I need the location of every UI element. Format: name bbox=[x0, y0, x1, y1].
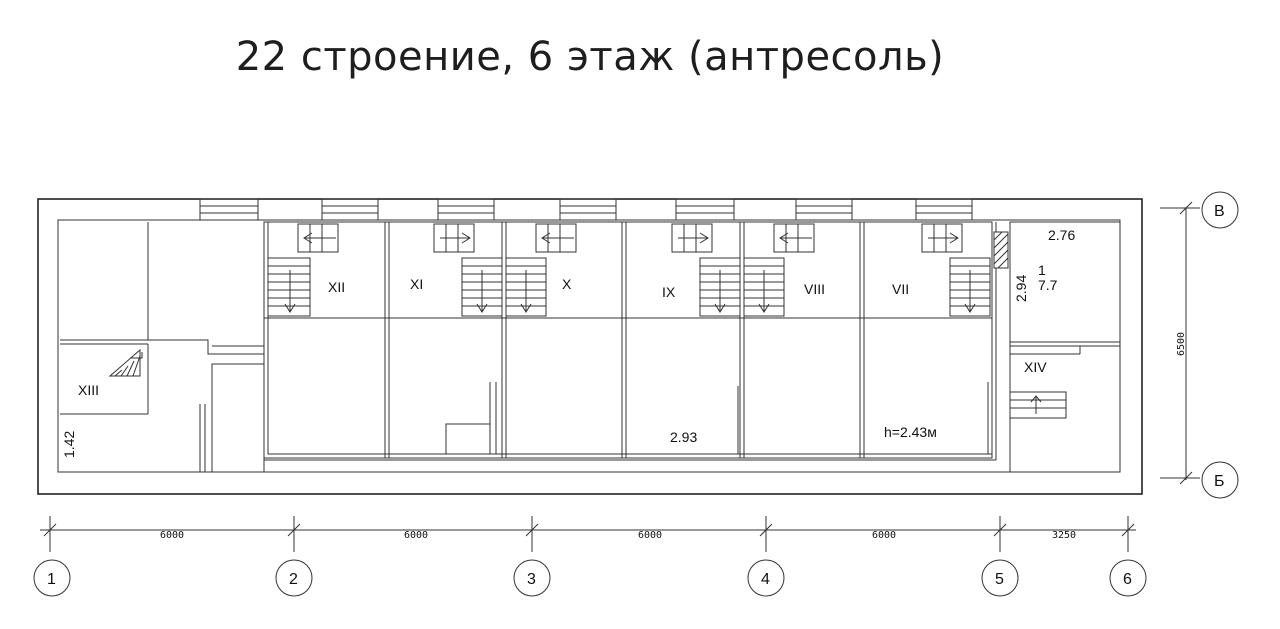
room-label-x: X bbox=[562, 276, 572, 292]
dimension-6000-c: 6000 bbox=[638, 530, 662, 541]
room-1-area: 7.7 bbox=[1038, 277, 1058, 293]
axis-1: 1 bbox=[47, 571, 56, 588]
page-title: 22 строение, 6 этаж (антресоль) bbox=[235, 34, 945, 80]
measure-1-42: 1.42 bbox=[61, 431, 77, 458]
dimension-line-horizontal bbox=[40, 516, 1136, 552]
dimension-line-vertical bbox=[1160, 201, 1200, 485]
measure-2-76: 2.76 bbox=[1048, 227, 1075, 243]
room-label-xiv: XIV bbox=[1024, 359, 1047, 375]
hatched-column bbox=[993, 231, 1009, 269]
dimension-6000-b: 6000 bbox=[404, 530, 428, 541]
measure-2-93: 2.93 bbox=[670, 429, 697, 445]
room-1-number: 1 bbox=[1038, 262, 1046, 278]
dimension-3250: 3250 bbox=[1052, 530, 1076, 541]
dimension-6000-d: 6000 bbox=[872, 530, 896, 541]
axis-2: 2 bbox=[289, 571, 298, 588]
axis-v: В bbox=[1214, 203, 1225, 220]
measure-2-94: 2.94 bbox=[1013, 275, 1029, 302]
windows-top bbox=[199, 198, 973, 221]
room-label-xiii: XIII bbox=[78, 382, 99, 398]
right-section-walls bbox=[1009, 221, 1121, 473]
axis-3: 3 bbox=[527, 571, 536, 588]
ceiling-height: h=2.43м bbox=[884, 424, 937, 440]
stair-xiii bbox=[108, 348, 143, 377]
axis-markers-x bbox=[33, 559, 1147, 597]
dimension-6500: 6500 bbox=[1176, 332, 1187, 356]
room-label-xi: XI bbox=[410, 276, 423, 292]
dimension-6000-a: 6000 bbox=[160, 530, 184, 541]
axis-b: Б bbox=[1214, 473, 1225, 490]
axis-6: 6 bbox=[1123, 571, 1132, 588]
room-label-vii: VII bbox=[892, 281, 909, 297]
room-label-ix: IX bbox=[662, 284, 676, 300]
outer-wall bbox=[37, 198, 1143, 495]
left-section-walls bbox=[60, 222, 265, 473]
room-label-viii: VIII bbox=[804, 281, 825, 297]
room-label-xii: XII bbox=[328, 279, 345, 295]
unit-stairs bbox=[267, 223, 991, 317]
axis-markers-y bbox=[1201, 191, 1239, 499]
axis-5: 5 bbox=[995, 571, 1004, 588]
axis-4: 4 bbox=[761, 571, 770, 588]
